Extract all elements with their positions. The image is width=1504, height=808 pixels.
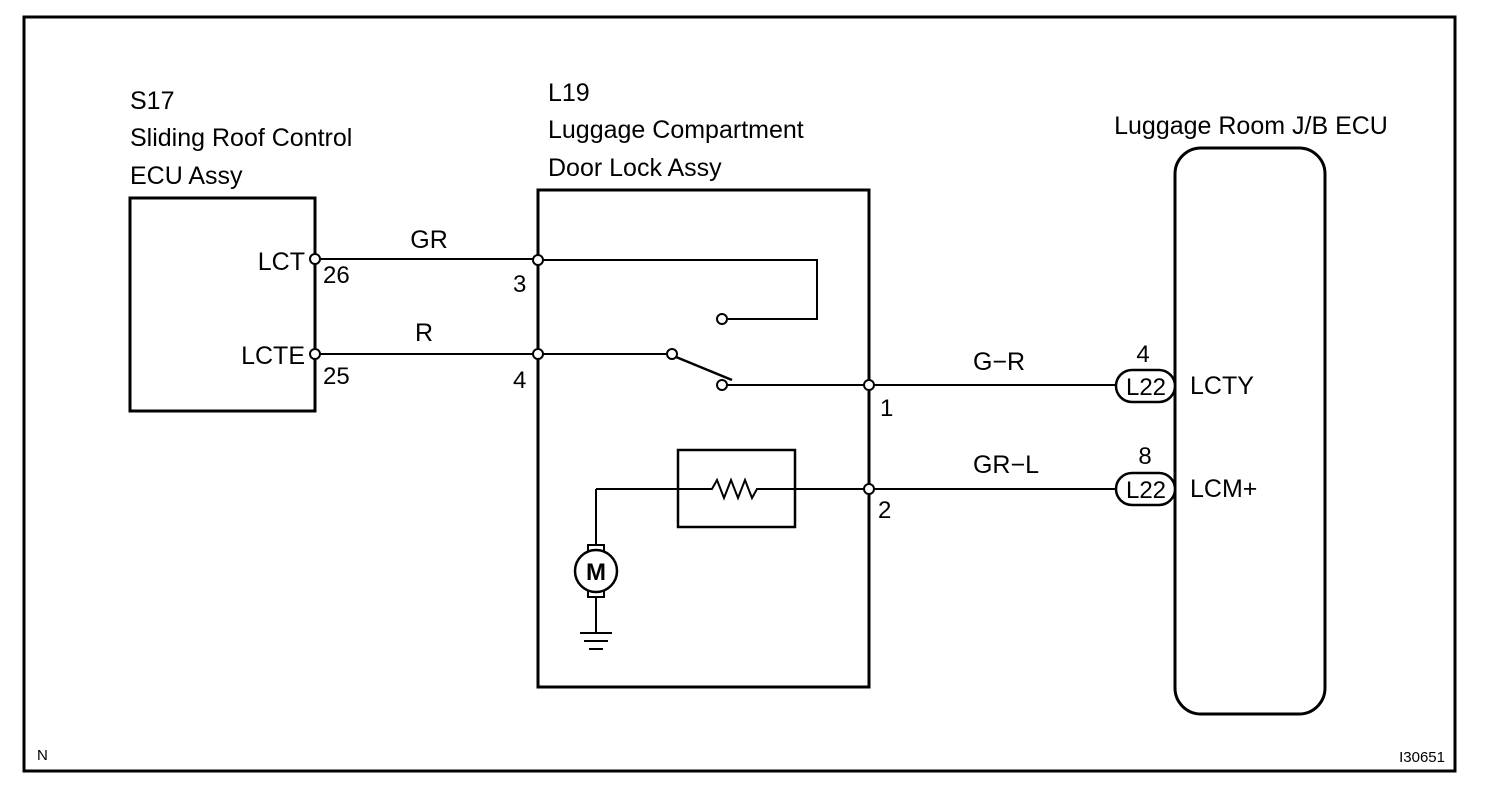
s17-name-line1: Sliding Roof Control [130,124,352,152]
connector-l22-label-a: L22 [1126,374,1166,401]
ground-icon [580,632,612,650]
diagram-frame [22,15,1457,773]
ecu-terminal-lcty: LCTY [1190,372,1254,400]
wire-g-r: G−R [869,348,1116,386]
terminal-dot-pin3 [532,254,544,266]
terminal-dot-pin2 [863,483,875,495]
terminal-dot-pin1 [863,379,875,391]
l19-name-line2: Door Lock Assy [548,154,722,182]
switch-contact-lower [716,379,728,391]
jb-ecu-name: Luggage Room J/B ECU [1114,112,1388,140]
footer-code: N [37,747,48,764]
ecu-pin-8: 8 [1138,443,1151,470]
l19-internal-wire-pin3 [540,259,818,320]
ecu-terminal-lcm-plus: LCM+ [1190,475,1257,503]
ecu-pin-4: 4 [1136,341,1149,368]
s17-pin-25: 25 [323,363,350,390]
switch-blade [675,355,733,382]
terminal-dot-lcte [309,348,321,360]
connector-l22-label-b: L22 [1126,477,1166,504]
s17-component: S17 Sliding Roof Control ECU Assy LCT 26… [128,87,352,413]
s17-id: S17 [130,87,174,115]
l19-id: L19 [548,79,590,107]
wire-g-r-label: G−R [973,348,1025,376]
terminal-dot-pin4 [532,348,544,360]
wire-r: R [315,319,538,355]
terminal-dot-lct [309,253,321,265]
figure-id: I30651 [1399,749,1445,766]
l19-pin-1: 1 [880,395,893,422]
wire-gr: GR [315,226,538,260]
switch-contact-upper [716,313,728,325]
motor-label: M [586,559,606,586]
jb-ecu-box [1173,146,1327,716]
resistor-icon [596,477,869,501]
s17-pin-26: 26 [323,262,350,289]
wire-gr-label: GR [410,226,448,254]
wire-gr-l-label: GR−L [973,451,1039,479]
switch-pivot [666,348,678,360]
connector-l22-pin8 [1114,471,1177,507]
s17-terminal-lcte: LCTE [241,342,305,370]
connector-l22-pin4 [1114,368,1177,404]
l19-pin-2: 2 [878,497,891,524]
wire-r-label: R [415,319,433,347]
s17-box [128,196,317,413]
l19-component: L19 Luggage Compartment Door Lock Assy M… [513,79,893,689]
motor-icon: M [573,544,619,598]
l19-name-line1: Luggage Compartment [548,116,804,144]
jb-ecu-component: Luggage Room J/B ECU L22 4 LCTY L22 8 LC… [1114,112,1388,716]
l19-box [536,188,871,689]
wire-gr-l: GR−L [869,451,1116,490]
s17-terminal-lct: LCT [258,248,305,276]
l19-pin-4: 4 [513,367,526,394]
s17-name-line2: ECU Assy [130,162,243,190]
l19-pin-3: 3 [513,271,526,298]
